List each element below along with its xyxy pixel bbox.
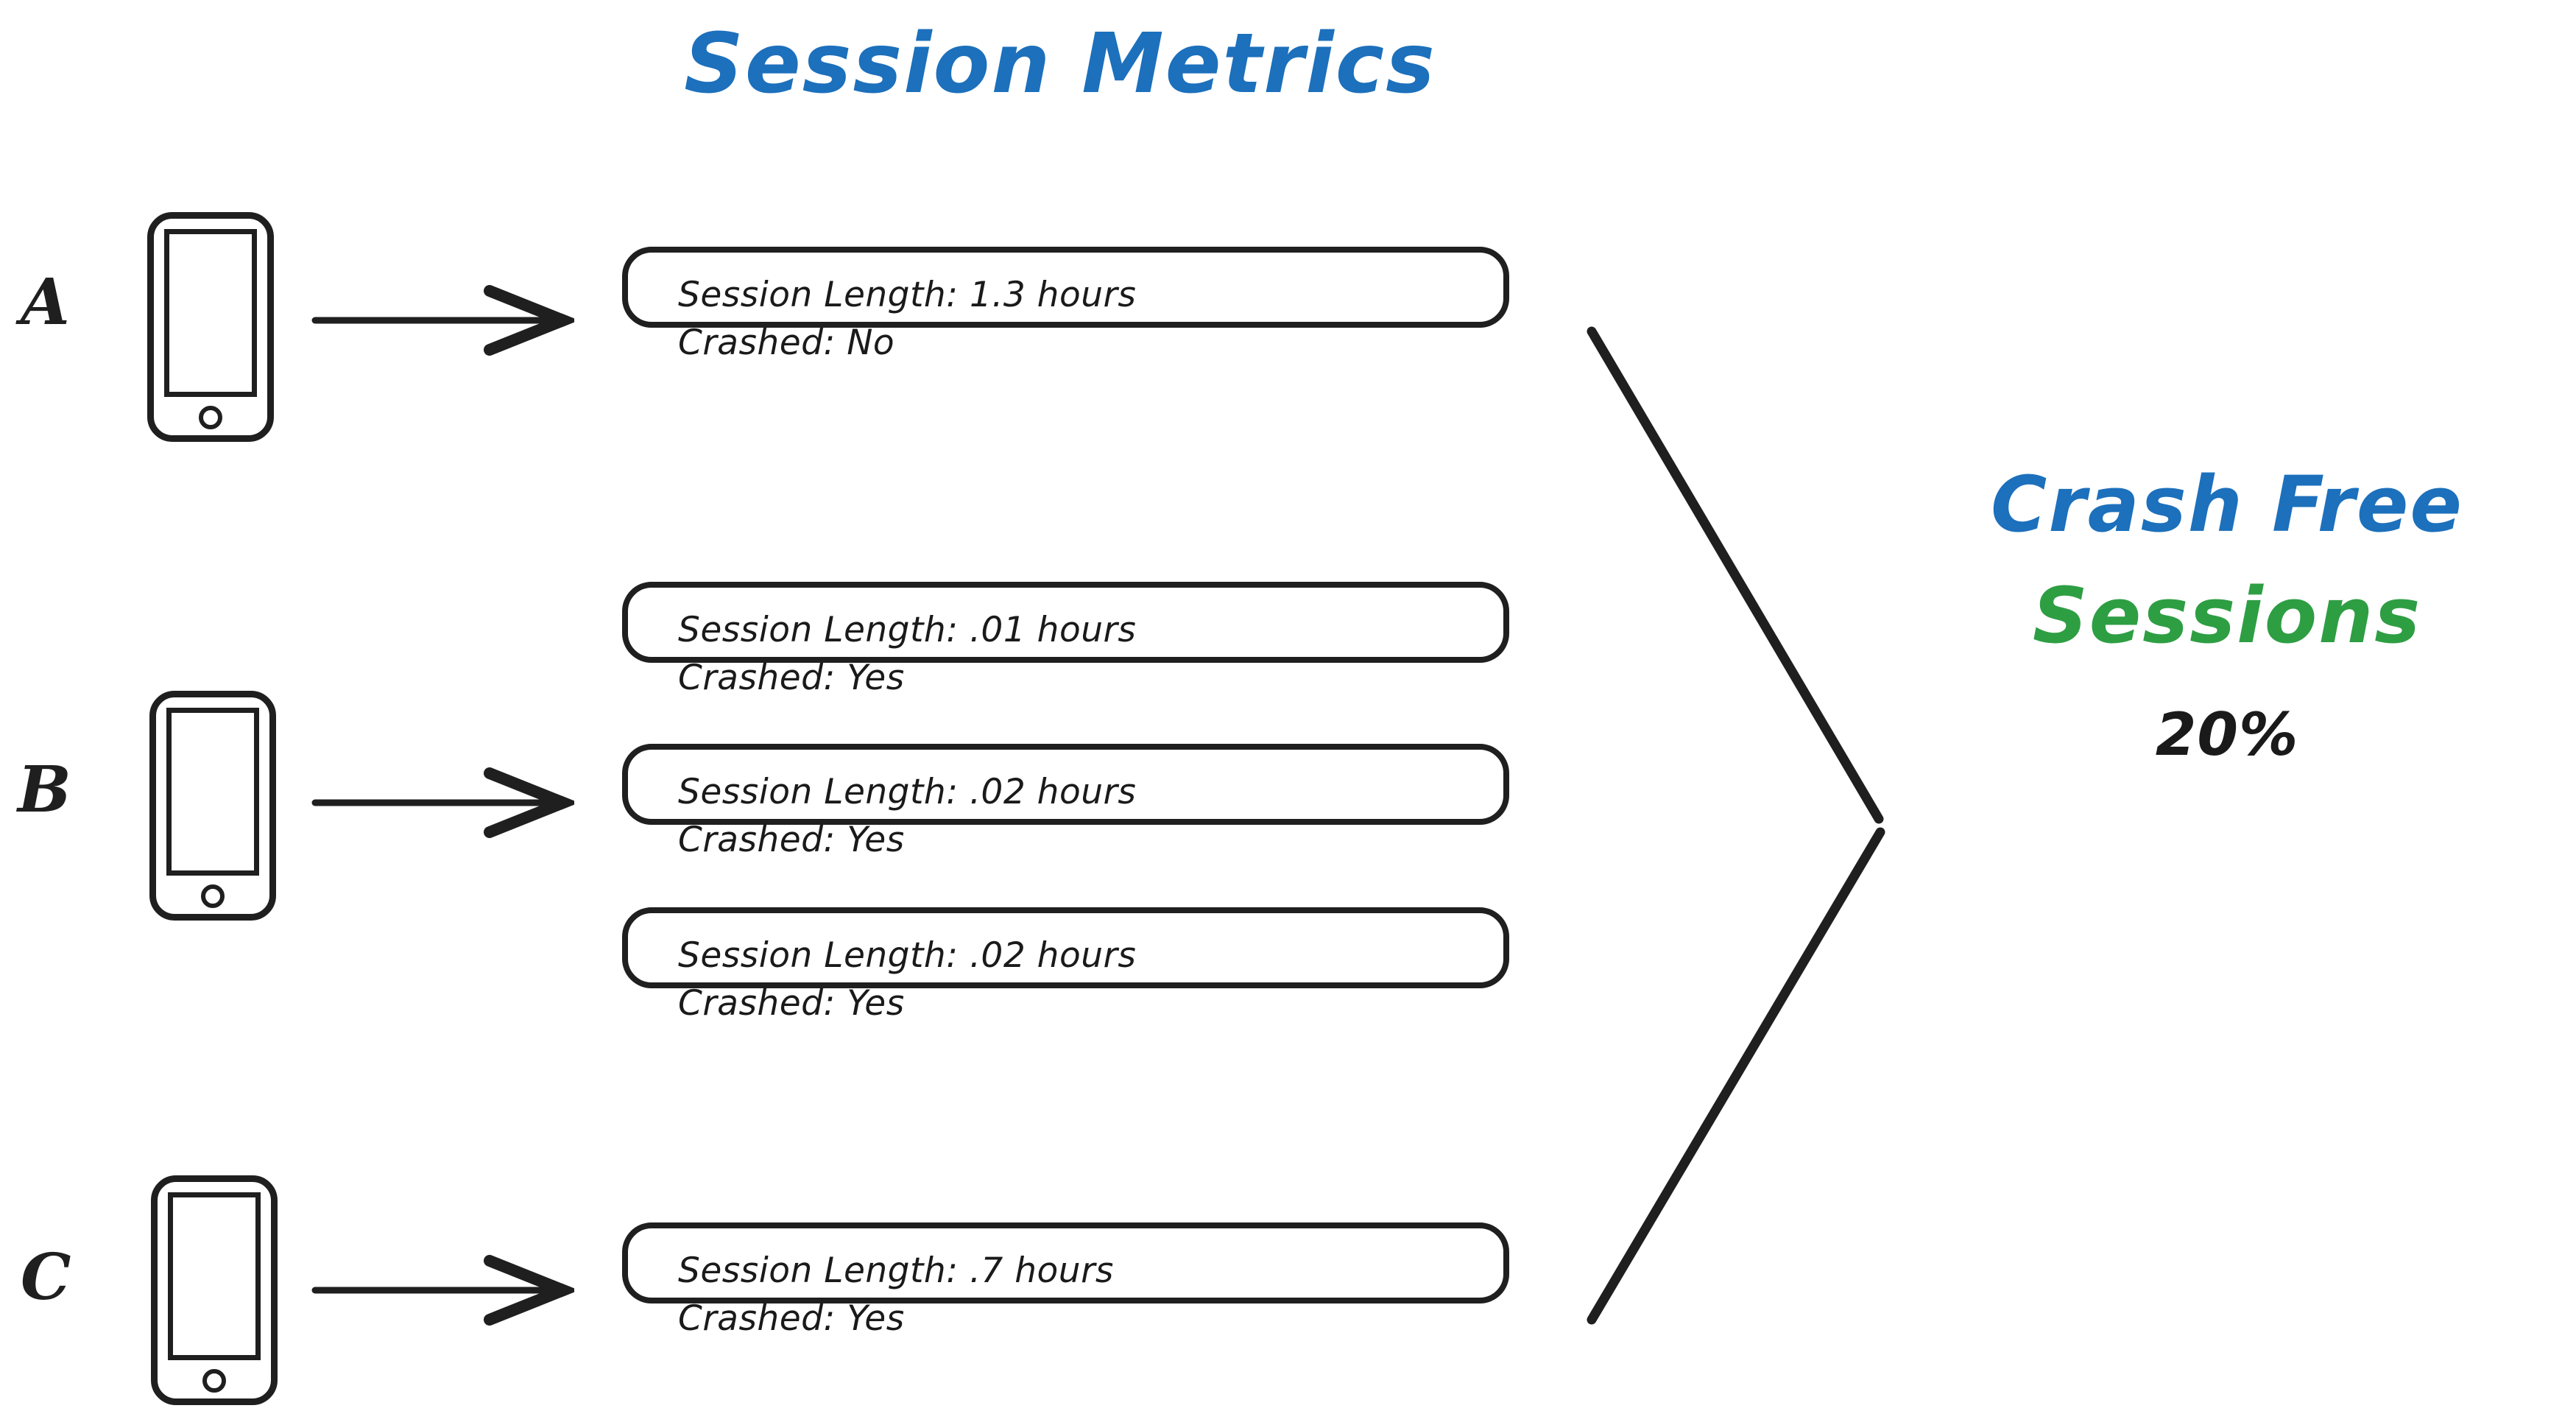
- phone-home-button-icon: [201, 884, 225, 908]
- session-length-line: Session Length: .02 hours: [678, 935, 1137, 976]
- group-label-b: B: [18, 753, 71, 827]
- mobile-phone-icon-c: [151, 1175, 278, 1405]
- session-card: Session Length: .01 hours Crashed: Yes: [622, 582, 1509, 698]
- arrow-right-icon-a: [311, 285, 574, 356]
- phone-screen: [164, 229, 257, 397]
- page-title: Session Metrics: [684, 16, 1436, 112]
- session-length-line: Session Length: 1.3 hours: [678, 275, 1137, 315]
- result-percent-value: 20%: [2155, 700, 2299, 769]
- session-length-line: Session Length: .01 hours: [678, 610, 1137, 650]
- phone-screen: [168, 1192, 261, 1360]
- session-length-line: Session Length: .7 hours: [678, 1250, 1114, 1291]
- session-crashed-line: Crashed: Yes: [678, 1298, 905, 1339]
- result-line-sessions: Sessions: [2032, 570, 2422, 661]
- group-label-a: A: [21, 265, 70, 339]
- result-line-crash-free: Crash Free: [1991, 460, 2463, 549]
- session-crashed-line: Crashed: No: [678, 322, 895, 363]
- phone-screen: [166, 708, 259, 876]
- session-card: Session Length: .02 hours Crashed: Yes: [622, 744, 1509, 860]
- session-card: Session Length: .02 hours Crashed: Yes: [622, 907, 1509, 1024]
- mobile-phone-icon-a: [147, 212, 274, 442]
- arrow-right-icon-c: [311, 1255, 574, 1326]
- mobile-phone-icon-b: [149, 691, 276, 921]
- session-card: Session Length: .7 hours Crashed: Yes: [622, 1222, 1509, 1339]
- session-length-line: Session Length: .02 hours: [678, 772, 1137, 812]
- phone-home-button-icon: [202, 1369, 226, 1393]
- phone-home-button-icon: [199, 406, 222, 429]
- crash-free-sessions-result: Crash Free Sessions 20%: [1885, 449, 2569, 764]
- chevron-right-bracket-icon: [1587, 326, 1885, 1325]
- session-crashed-line: Crashed: Yes: [678, 657, 905, 698]
- session-crashed-line: Crashed: Yes: [678, 982, 905, 1024]
- session-crashed-line: Crashed: Yes: [678, 819, 905, 860]
- session-card: Session Length: 1.3 hours Crashed: No: [622, 247, 1509, 363]
- arrow-right-icon-b: [311, 767, 574, 838]
- group-label-c: C: [21, 1240, 71, 1315]
